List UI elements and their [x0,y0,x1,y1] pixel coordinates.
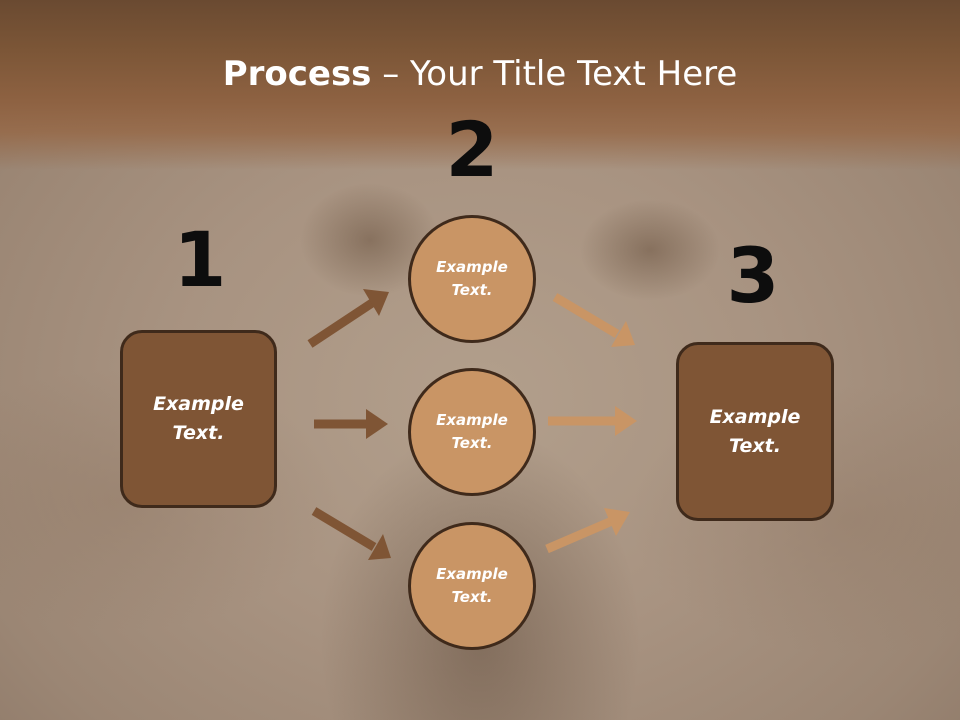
circle-middle-label: Example Text. [436,411,508,452]
circle-top-label: Example Text. [436,258,508,299]
arrow-left-to-top [307,289,389,348]
circle-top: Example Text. [408,215,536,343]
step-number-2: 2 [445,105,499,194]
arrow-top-to-right [552,293,635,347]
arrow-left-to-middle [314,409,388,439]
title-band [0,0,960,170]
circle-bottom: Example Text. [408,522,536,650]
arrow-left-to-bottom [311,507,391,560]
arrow-middle-to-right [548,406,637,436]
title-bold-part: Process [222,54,372,94]
arrow-bottom-to-right [545,508,630,554]
title-rest-part: – Your Title Text Here [371,54,738,94]
circle-bottom-label: Example Text. [436,565,508,606]
right-box: Example Text. [676,342,834,521]
step-number-1: 1 [173,215,227,304]
right-box-label: Example Text. [709,405,801,457]
slide-title: Process – Your Title Text Here [0,52,960,96]
left-box: Example Text. [120,330,277,508]
left-box-label: Example Text. [153,393,244,444]
circle-middle: Example Text. [408,368,536,496]
step-number-3: 3 [726,231,780,320]
